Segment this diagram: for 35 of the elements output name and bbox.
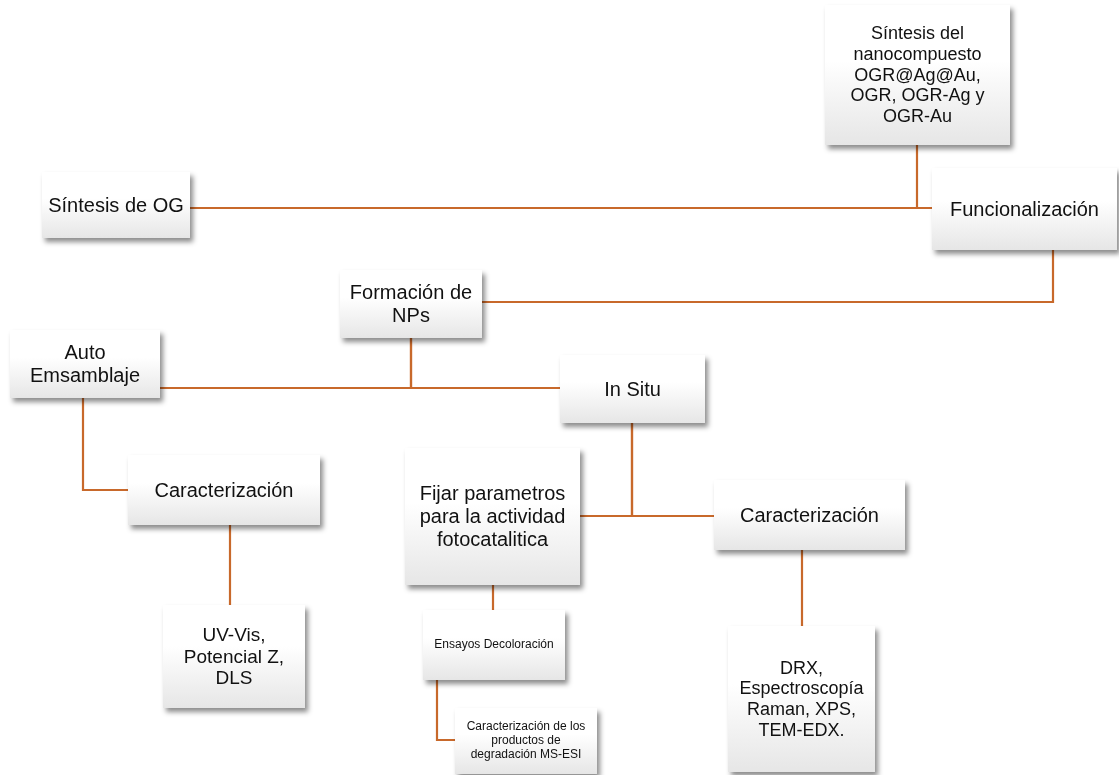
process-box [423,610,565,680]
process-box [560,355,705,423]
box-text: In Situ [604,377,661,401]
process-box [728,626,875,772]
process-box [10,330,160,398]
box-text: Síntesis del nanocompuesto OGR@Ag@Au, OGR, OGR-Ag y OGR-Au [849,23,986,127]
box-text: DRX, Espectroscopía Raman, XPS, TEM-EDX. [738,657,865,741]
connector-line [228,525,232,605]
process-box [42,172,190,238]
box-text: Funcionalización [950,197,1099,221]
process-box [340,270,482,338]
box-text: Caracterización [740,503,879,527]
box-text: Caracterización [154,478,294,502]
connector-line [800,550,804,626]
box-text: Fijar parametros para la actividad fotocatalitica [418,482,567,551]
box-text: Síntesis de OG [48,193,184,217]
process-box [455,708,597,774]
connector-line [409,338,560,390]
connector-line [915,145,932,210]
connector-line [81,398,128,492]
connector-line [491,585,495,610]
box-text: Ensayos Decoloración [434,638,554,652]
process-box [825,5,1010,145]
connector-line [435,680,455,742]
process-box [714,480,905,550]
connector-line [630,423,714,518]
process-box [932,168,1117,250]
process-box [128,455,320,525]
box-text: Formación de NPs [348,281,474,327]
process-box [405,448,580,585]
connector-line [482,250,1055,304]
box-text: UV-Vis, Potencial Z, DLS [182,623,286,690]
process-box [163,605,305,708]
box-text: Auto Emsamblaje [28,341,141,387]
box-text: Caracterización de los productos de degradación MS-ESI [465,720,587,762]
